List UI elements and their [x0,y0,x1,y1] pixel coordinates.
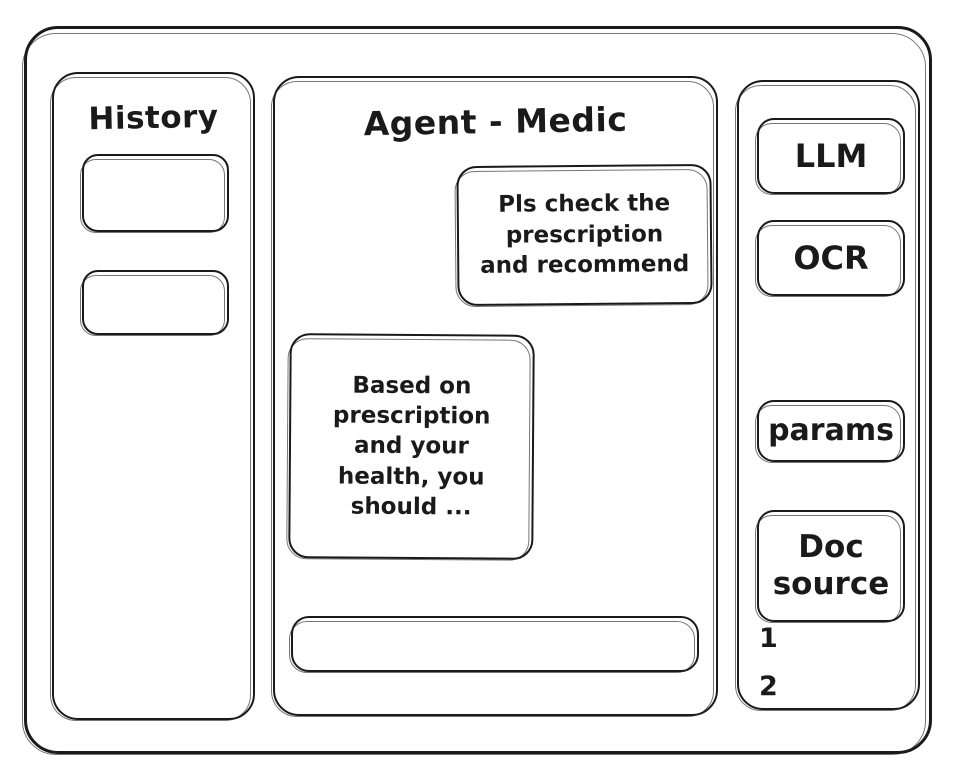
message-input[interactable] [289,616,699,673]
message-line: should ... [350,493,472,521]
message-line: and your [353,432,470,460]
tool-button-doc-source[interactable]: Doc source [755,510,905,623]
tool-button-label: Doc [798,528,864,565]
message-line: and recommend [480,251,690,280]
user-message-bubble: Pls check the prescription and recommend [456,163,713,307]
tool-button-label: params [768,413,894,448]
message-line: Pls check the [498,190,671,219]
message-line: prescription [505,221,664,249]
agent-panel-title: Agent - Medic [363,99,628,144]
message-line: health, you [337,463,485,491]
tool-button-llm[interactable]: LLM [755,118,905,195]
history-item[interactable] [80,154,229,233]
tool-button-ocr[interactable]: OCR [755,220,905,297]
doc-source-ref[interactable]: 1 [759,623,778,654]
message-line: prescription [332,402,491,430]
history-panel-title: History [88,98,219,138]
tool-button-label: OCR [793,238,869,277]
tool-button-params[interactable]: params [755,400,905,463]
agent-panel: Agent - Medic Pls check the prescription… [271,76,718,717]
tool-button-label: LLM [794,136,868,175]
doc-source-ref[interactable]: 2 [759,671,778,702]
message-line: Based on [352,372,472,400]
history-panel: History [50,72,255,721]
tools-panel: LLM OCR params Doc source 1 2 [735,80,920,711]
tool-button-label: source [772,566,890,602]
history-item[interactable] [80,270,229,336]
assistant-message-bubble: Based on prescription and your health, y… [288,333,535,560]
